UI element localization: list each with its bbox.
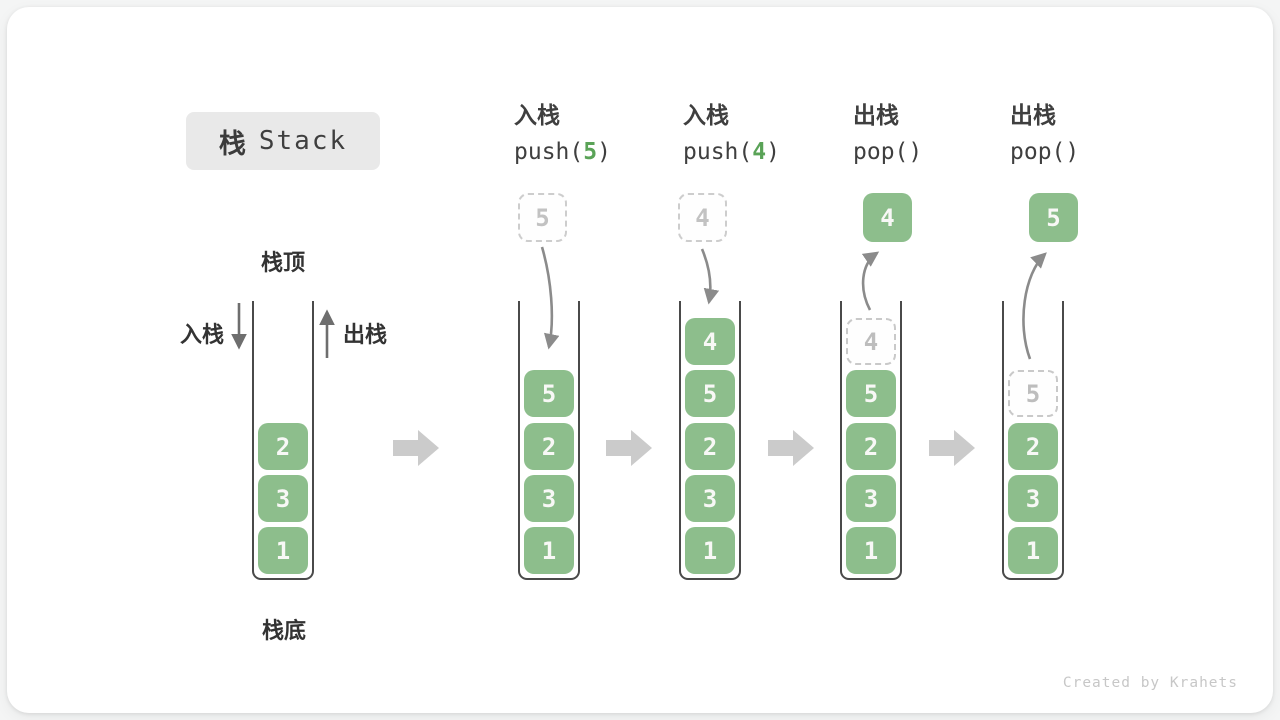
stack-cell-ghost: 4 [846,318,896,365]
push-side-label: 入栈 [179,323,224,348]
stack-cell-ghost: 5 [1008,370,1058,417]
stack-cell: 2 [524,423,574,470]
code-post: ) [597,139,611,165]
op-label-pop-1: 出栈 pop() [853,102,922,166]
watermark: Created by Krahets [1062,675,1238,691]
code-arg: 4 [752,139,767,165]
op-title: 入栈 [514,103,560,129]
title-cjk: 栈 [218,128,246,160]
stack-cell: 3 [846,475,896,522]
stack-cell: 1 [524,527,574,574]
code-post: ) [766,139,780,165]
stack-cell: 3 [685,475,735,522]
stack-top-label: 栈顶 [260,251,305,276]
stack-cell: 1 [1008,527,1058,574]
title-latin: Stack [258,126,348,156]
floating-value-ghost: 4 [678,193,727,242]
op-code: push(4) [683,138,780,166]
stack-cell: 5 [685,370,735,417]
stack-container-initial [252,301,314,580]
stack-bottom-label: 栈底 [261,619,306,644]
code-post: ) [1065,139,1080,165]
op-code: push(5) [514,138,611,166]
code-pre: push( [514,139,584,165]
stack-cell: 3 [1008,475,1058,522]
op-code: pop() [853,138,922,166]
floating-value-ghost: 5 [518,193,567,242]
floating-value: 5 [1029,193,1078,242]
op-label-pop-2: 出栈 pop() [1010,102,1079,166]
stack-cell: 4 [685,318,735,365]
code-post: ) [908,139,923,165]
op-label-push-4: 入栈 push(4) [683,102,780,166]
stack-cell: 2 [846,423,896,470]
stack-cell: 2 [258,423,308,470]
diagram-title: 栈 Stack [186,112,380,170]
op-title: 出栈 [853,103,899,129]
op-title: 出栈 [1010,103,1056,129]
pop-side-label: 出栈 [343,323,388,348]
code-pre: pop( [853,139,909,165]
stack-container-after-pop-5 [1002,301,1064,580]
floating-value: 4 [863,193,912,242]
code-pre: push( [683,139,753,165]
stack-cell: 5 [524,370,574,417]
stack-cell: 2 [685,423,735,470]
op-title: 入栈 [683,103,729,129]
op-label-push-5: 入栈 push(5) [514,102,611,166]
op-code: pop() [1010,138,1079,166]
stack-cell: 1 [685,527,735,574]
code-pre: pop( [1010,139,1066,165]
stack-cell: 1 [258,527,308,574]
stack-container-after-push-5 [518,301,580,580]
stack-container-after-push-4 [679,301,741,580]
stack-cell: 2 [1008,423,1058,470]
stack-cell: 1 [846,527,896,574]
stack-cell: 3 [524,475,574,522]
stack-container-after-pop-4 [840,301,902,580]
code-arg: 5 [583,139,598,165]
stack-cell: 5 [846,370,896,417]
stack-cell: 3 [258,475,308,522]
